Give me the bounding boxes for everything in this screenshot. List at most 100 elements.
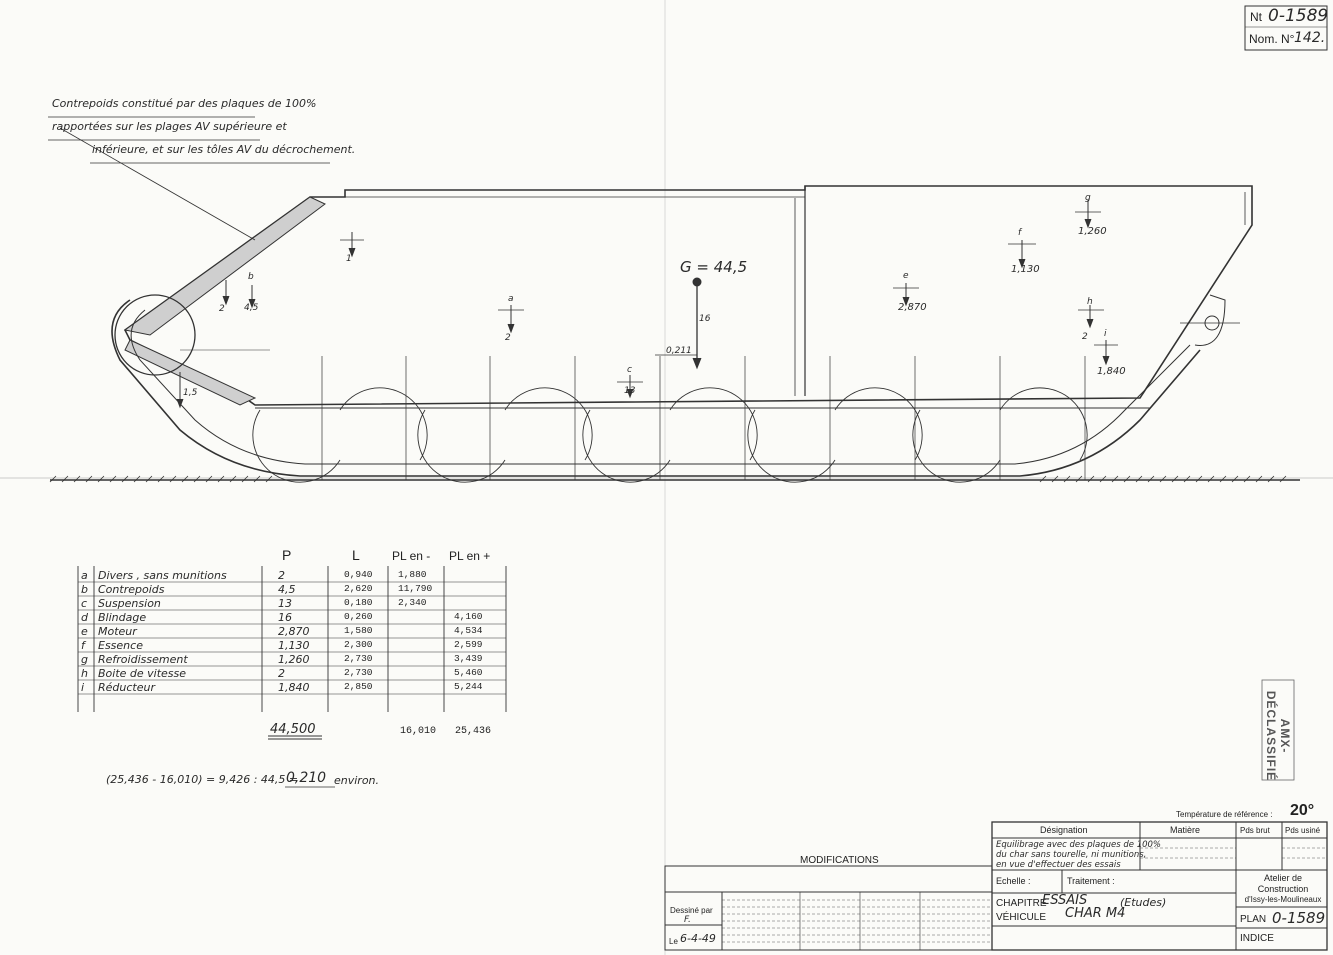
- table-cell-p: 2,870: [278, 625, 310, 638]
- traitement-label: Traitement :: [1067, 876, 1115, 886]
- table-cell-pl-plus: 3,439: [454, 653, 483, 664]
- c-weight: 13: [624, 386, 636, 396]
- nt-label: Nt: [1250, 10, 1262, 24]
- header-p: P: [282, 547, 292, 563]
- table-cell-name: Refroidissement: [98, 653, 188, 666]
- matiere-label: Matière: [1170, 825, 1201, 835]
- atelier-line-3: d'Issy-les-Moulineaux: [1244, 895, 1322, 904]
- table-cell-key: b: [81, 583, 88, 596]
- table-cell-l: 2,730: [344, 667, 373, 678]
- chapitre-sub: (Etudes): [1120, 896, 1167, 909]
- table-cell-name: Suspension: [98, 597, 161, 610]
- designation-label: Désignation: [1040, 825, 1088, 835]
- temp-value: 20°: [1290, 802, 1315, 819]
- table-cell-l: 2,620: [344, 583, 373, 594]
- temp-label: Température de référence :: [1176, 810, 1273, 819]
- dessine-by: F.: [684, 915, 691, 925]
- table-cell-pl-plus: 5,460: [454, 667, 483, 678]
- a-weight: 2: [505, 333, 511, 343]
- table-cell-name: Divers , sans munitions: [98, 569, 227, 582]
- formula-suffix: environ.: [334, 774, 380, 787]
- table-cell-pl-plus: 2,599: [454, 639, 483, 650]
- table-cell-p: 16: [278, 611, 292, 624]
- table-cell-pl-plus: 4,534: [454, 625, 483, 636]
- counter-weight: 2: [219, 304, 225, 314]
- a-letter: a: [508, 294, 514, 304]
- vehicule-value: CHAR M4: [1065, 906, 1126, 921]
- dessine-label: Dessiné par: [670, 906, 713, 915]
- atelier-line-2: Construction: [1257, 884, 1309, 894]
- indice-label: INDICE: [1240, 933, 1274, 944]
- plan-value: 0-1589: [1272, 909, 1326, 927]
- table-cell-key: d: [81, 611, 88, 624]
- d-weight: 16: [699, 314, 711, 324]
- designation-line-1: Equilibrage avec des plaques de 100%: [996, 840, 1161, 850]
- e-weight: 2,870: [898, 302, 927, 313]
- b-letter: b: [248, 272, 254, 282]
- table-cell-pl-plus: 5,244: [454, 681, 483, 692]
- total-pl-minus: 16,010: [400, 726, 437, 737]
- table-cell-l: 2,850: [344, 681, 373, 692]
- h-letter: h: [1087, 297, 1093, 307]
- echelle-label: Echelle :: [996, 876, 1031, 886]
- table-cell-p: 2: [278, 667, 285, 680]
- f-letter: f: [1018, 228, 1022, 238]
- atelier-line-1: Atelier de: [1263, 873, 1303, 883]
- h-weight: 2: [1082, 332, 1088, 342]
- table-cell-name: Moteur: [98, 625, 137, 638]
- formula-lhs: (25,436 - 16,010) = 9,426 : 44,5 =: [106, 773, 299, 786]
- table-cell-l: 0,180: [344, 597, 373, 608]
- front-height: 1,5: [183, 388, 198, 398]
- b-weight: 4,5: [244, 303, 259, 313]
- table-cell-pl-plus: 4,160: [454, 611, 483, 622]
- formula-result: 0,210: [286, 770, 327, 786]
- c-letter: c: [627, 365, 632, 375]
- table-cell-p: 1,840: [278, 681, 310, 694]
- table-cell-key: i: [81, 681, 85, 694]
- plan-label: PLAN: [1240, 914, 1267, 925]
- declassified-stamp: AMX-DÉCLASSIFIÉ: [1264, 690, 1292, 782]
- note-line-1: Contrepoids constitué par des plaques de…: [52, 97, 317, 110]
- table-cell-p: 13: [278, 597, 292, 610]
- table-cell-l: 0,260: [344, 611, 373, 622]
- table-cell-l: 2,730: [344, 653, 373, 664]
- nom-value: 142.: [1294, 30, 1326, 46]
- g-letter: g: [1085, 193, 1091, 203]
- total-p: 44,500: [270, 722, 316, 737]
- table-cell-name: Essence: [98, 639, 143, 652]
- table-cell-key: a: [81, 569, 88, 582]
- table-cell-p: 2: [278, 569, 285, 582]
- g-weight: 1,260: [1078, 226, 1107, 237]
- header-l: L: [352, 547, 360, 563]
- nt-value: 0-1589: [1268, 6, 1329, 26]
- table-cell-name: Blindage: [98, 611, 147, 624]
- table-cell-pl-minus: 2,340: [398, 597, 427, 608]
- table-cell-p: 1,260: [278, 653, 310, 666]
- vehicule-label: VÉHICULE: [996, 912, 1047, 923]
- cog-offset: 0,211: [666, 346, 692, 356]
- chapitre-value: ESSAIS: [1042, 893, 1088, 908]
- note-line-3: inférieure, et sur les tôles AV du décro…: [92, 143, 356, 156]
- table-cell-p: 1,130: [278, 639, 310, 652]
- table-cell-key: h: [81, 667, 88, 680]
- note-line-2: rapportées sur les plages AV supérieure …: [52, 120, 287, 133]
- table-cell-l: 1,580: [344, 625, 373, 636]
- table-cell-pl-minus: 1,880: [398, 569, 427, 580]
- chapitre-label: CHAPITRE: [996, 898, 1047, 909]
- nom-label: Nom. N°: [1249, 32, 1295, 46]
- top-weight: 1: [346, 254, 352, 264]
- pds-usine-label: Pds usiné: [1285, 826, 1321, 835]
- table-cell-name: Boite de vitesse: [98, 667, 187, 680]
- table-cell-p: 4,5: [278, 583, 296, 596]
- table-cell-l: 0,940: [344, 569, 373, 580]
- table-cell-key: f: [81, 639, 85, 652]
- designation-line-2: du char sans tourelle, ni munitions,: [996, 850, 1147, 860]
- table-cell-name: Contrepoids: [98, 583, 165, 596]
- header-pl-plus: PL en +: [449, 549, 491, 563]
- cog-label: G = 44,5: [680, 258, 748, 276]
- total-pl-plus: 25,436: [455, 726, 492, 737]
- table-cell-l: 2,300: [344, 639, 373, 650]
- i-weight: 1,840: [1097, 366, 1126, 377]
- table-cell-name: Réducteur: [98, 681, 155, 694]
